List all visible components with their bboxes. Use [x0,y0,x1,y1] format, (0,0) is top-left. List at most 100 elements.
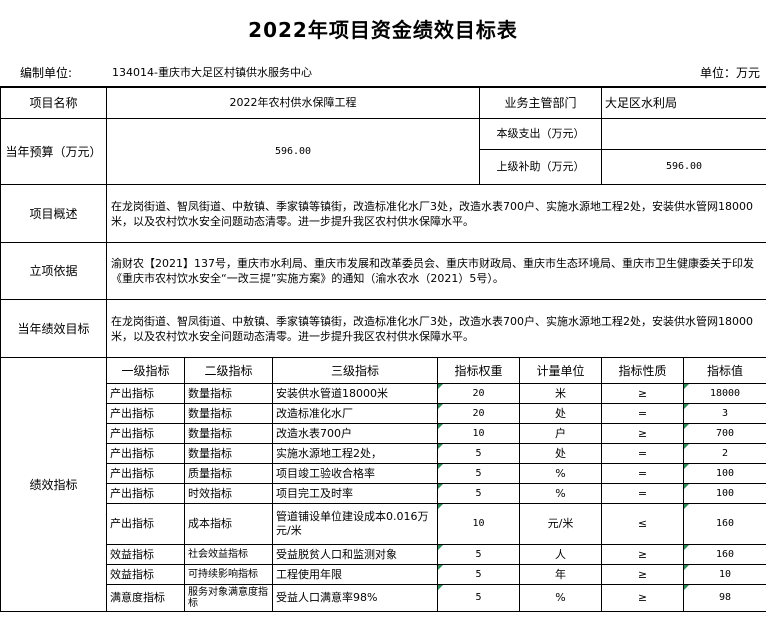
indicator-weight: 10 [437,423,520,444]
indicator-level1: 产出指标 [106,383,185,404]
header-weight: 指标权重 [437,357,520,384]
project-name-value: 2022年农村供水保障工程 [106,87,480,119]
header-value: 指标值 [683,357,766,384]
indicator-unit: 年 [518,564,603,585]
indicator-nature: ≥ [601,383,685,404]
compiling-unit-value: 134014-重庆市大足区村镇供水服务中心 [112,66,312,79]
indicator-nature: ≥ [601,584,685,612]
indicator-value: 3 [683,403,766,424]
performance-table: 项目名称 2022年农村供水保障工程 业务主管部门 大足区水利局 当年预算（万元… [0,87,766,612]
upper-subsidy-value: 596.00 [601,149,766,185]
indicator-level3: 实施水源地工程2处， [272,443,438,464]
indicator-nature: = [601,483,685,504]
indicator-weight: 5 [437,584,520,612]
indicator-nature: ≥ [601,564,685,585]
indicator-level1: 效益指标 [106,544,185,565]
indicator-level3: 项目竣工验收合格率 [272,463,438,484]
indicator-level1: 效益指标 [106,564,185,585]
indicator-unit: 户 [518,423,603,444]
basis-text: 渝财农【2021】137号，重庆市水利局、重庆市发展和改革委员会、重庆市财政局、… [105,242,766,300]
indicator-unit: % [518,483,603,504]
indicator-unit: 元/米 [518,503,603,545]
indicator-level3: 项目完工及时率 [272,483,438,504]
indicator-unit: 处 [518,443,603,464]
indicator-nature: = [601,403,685,424]
indicator-value: 100 [683,463,766,484]
indicator-level2: 数量指标 [184,383,273,404]
indicator-level3: 工程使用年限 [272,564,438,585]
indicator-level3: 改造水表700户 [272,423,438,444]
basis-label: 立项依据 [0,242,107,300]
goal-label: 当年绩效目标 [0,299,107,358]
indicator-nature: = [601,463,685,484]
indicator-level1: 产出指标 [106,483,185,504]
perf-label: 绩效指标 [0,357,107,612]
top-rule [0,86,766,87]
indicator-weight: 10 [437,503,520,545]
indicator-value: 100 [683,483,766,504]
indicator-weight: 5 [437,463,520,484]
overview-text: 在龙岗街道、智凤街道、中敖镇、季家镇等镇街，改造标准化水厂3处，改造水表700户… [105,184,766,243]
indicator-level3: 受益人口满意率98% [272,584,438,612]
indicator-nature: ≤ [601,503,685,545]
indicator-weight: 5 [437,483,520,504]
indicator-level2: 可持续影响指标 [184,564,273,585]
indicator-level2: 服务对象满意度指标 [184,584,273,612]
indicator-level1: 产出指标 [106,463,185,484]
header-level2: 二级指标 [184,357,273,384]
amount-unit: 单位：万元 [700,66,761,80]
indicator-level2: 质量指标 [184,463,273,484]
indicator-value: 18000 [683,383,766,404]
upper-subsidy-label: 上级补助（万元） [478,149,603,185]
indicator-level3: 安装供水管道18000米 [272,383,438,404]
indicator-weight: 5 [437,443,520,464]
indicator-header-row: 绩效指标 一级指标 二级指标 三级指标 指标权重 计量单位 指标性质 指标值 [0,357,766,612]
indicator-nature: = [601,443,685,464]
indicator-level3: 管道铺设单位建设成本0.016万元/米 [272,503,438,545]
budget-value: 596.00 [106,118,480,185]
indicator-level1: 产出指标 [106,403,185,424]
indicator-level2: 数量指标 [184,443,273,464]
indicator-value: 700 [683,423,766,444]
budget-label: 当年预算（万元） [0,118,107,185]
own-expense-label: 本级支出（万元） [478,118,603,150]
indicator-level3: 改造标准化水厂 [272,403,438,424]
indicator-level3: 受益脱贫人口和监测对象 [272,544,438,565]
indicator-level2: 数量指标 [184,423,273,444]
indicator-unit: 人 [518,544,603,565]
indicator-unit: 处 [518,403,603,424]
indicator-value: 160 [683,503,766,545]
goal-text: 在龙岗街道、智凤街道、中敖镇、季家镇等镇街，改造标准化水厂3处，改造水表700户… [105,299,766,358]
indicator-row: 满意度指标服务对象满意度指标受益人口满意率98%5%≥98 [1,584,766,612]
indicator-level1: 产出指标 [106,423,185,444]
indicator-unit: 米 [518,383,603,404]
overview-label: 项目概述 [0,184,107,243]
indicator-value: 10 [683,564,766,585]
header-level1: 一级指标 [106,357,185,384]
header-nature: 指标性质 [601,357,685,384]
page-title: 2022年项目资金绩效目标表 [248,18,518,42]
indicator-unit: % [518,584,603,612]
indicator-level1: 满意度指标 [106,584,185,612]
dept-value: 大足区水利局 [601,87,766,119]
indicator-nature: ≥ [601,544,685,565]
dept-label: 业务主管部门 [478,87,603,119]
indicator-level1: 产出指标 [106,443,185,464]
indicator-unit: % [518,463,603,484]
header-unit: 计量单位 [518,357,603,384]
own-expense-value [601,118,766,150]
compiling-unit-label: 编制单位: [20,66,73,80]
indicator-weight: 5 [437,564,520,585]
indicator-level2: 数量指标 [184,403,273,424]
project-name-label: 项目名称 [0,87,107,119]
indicator-level2: 成本指标 [184,503,273,545]
